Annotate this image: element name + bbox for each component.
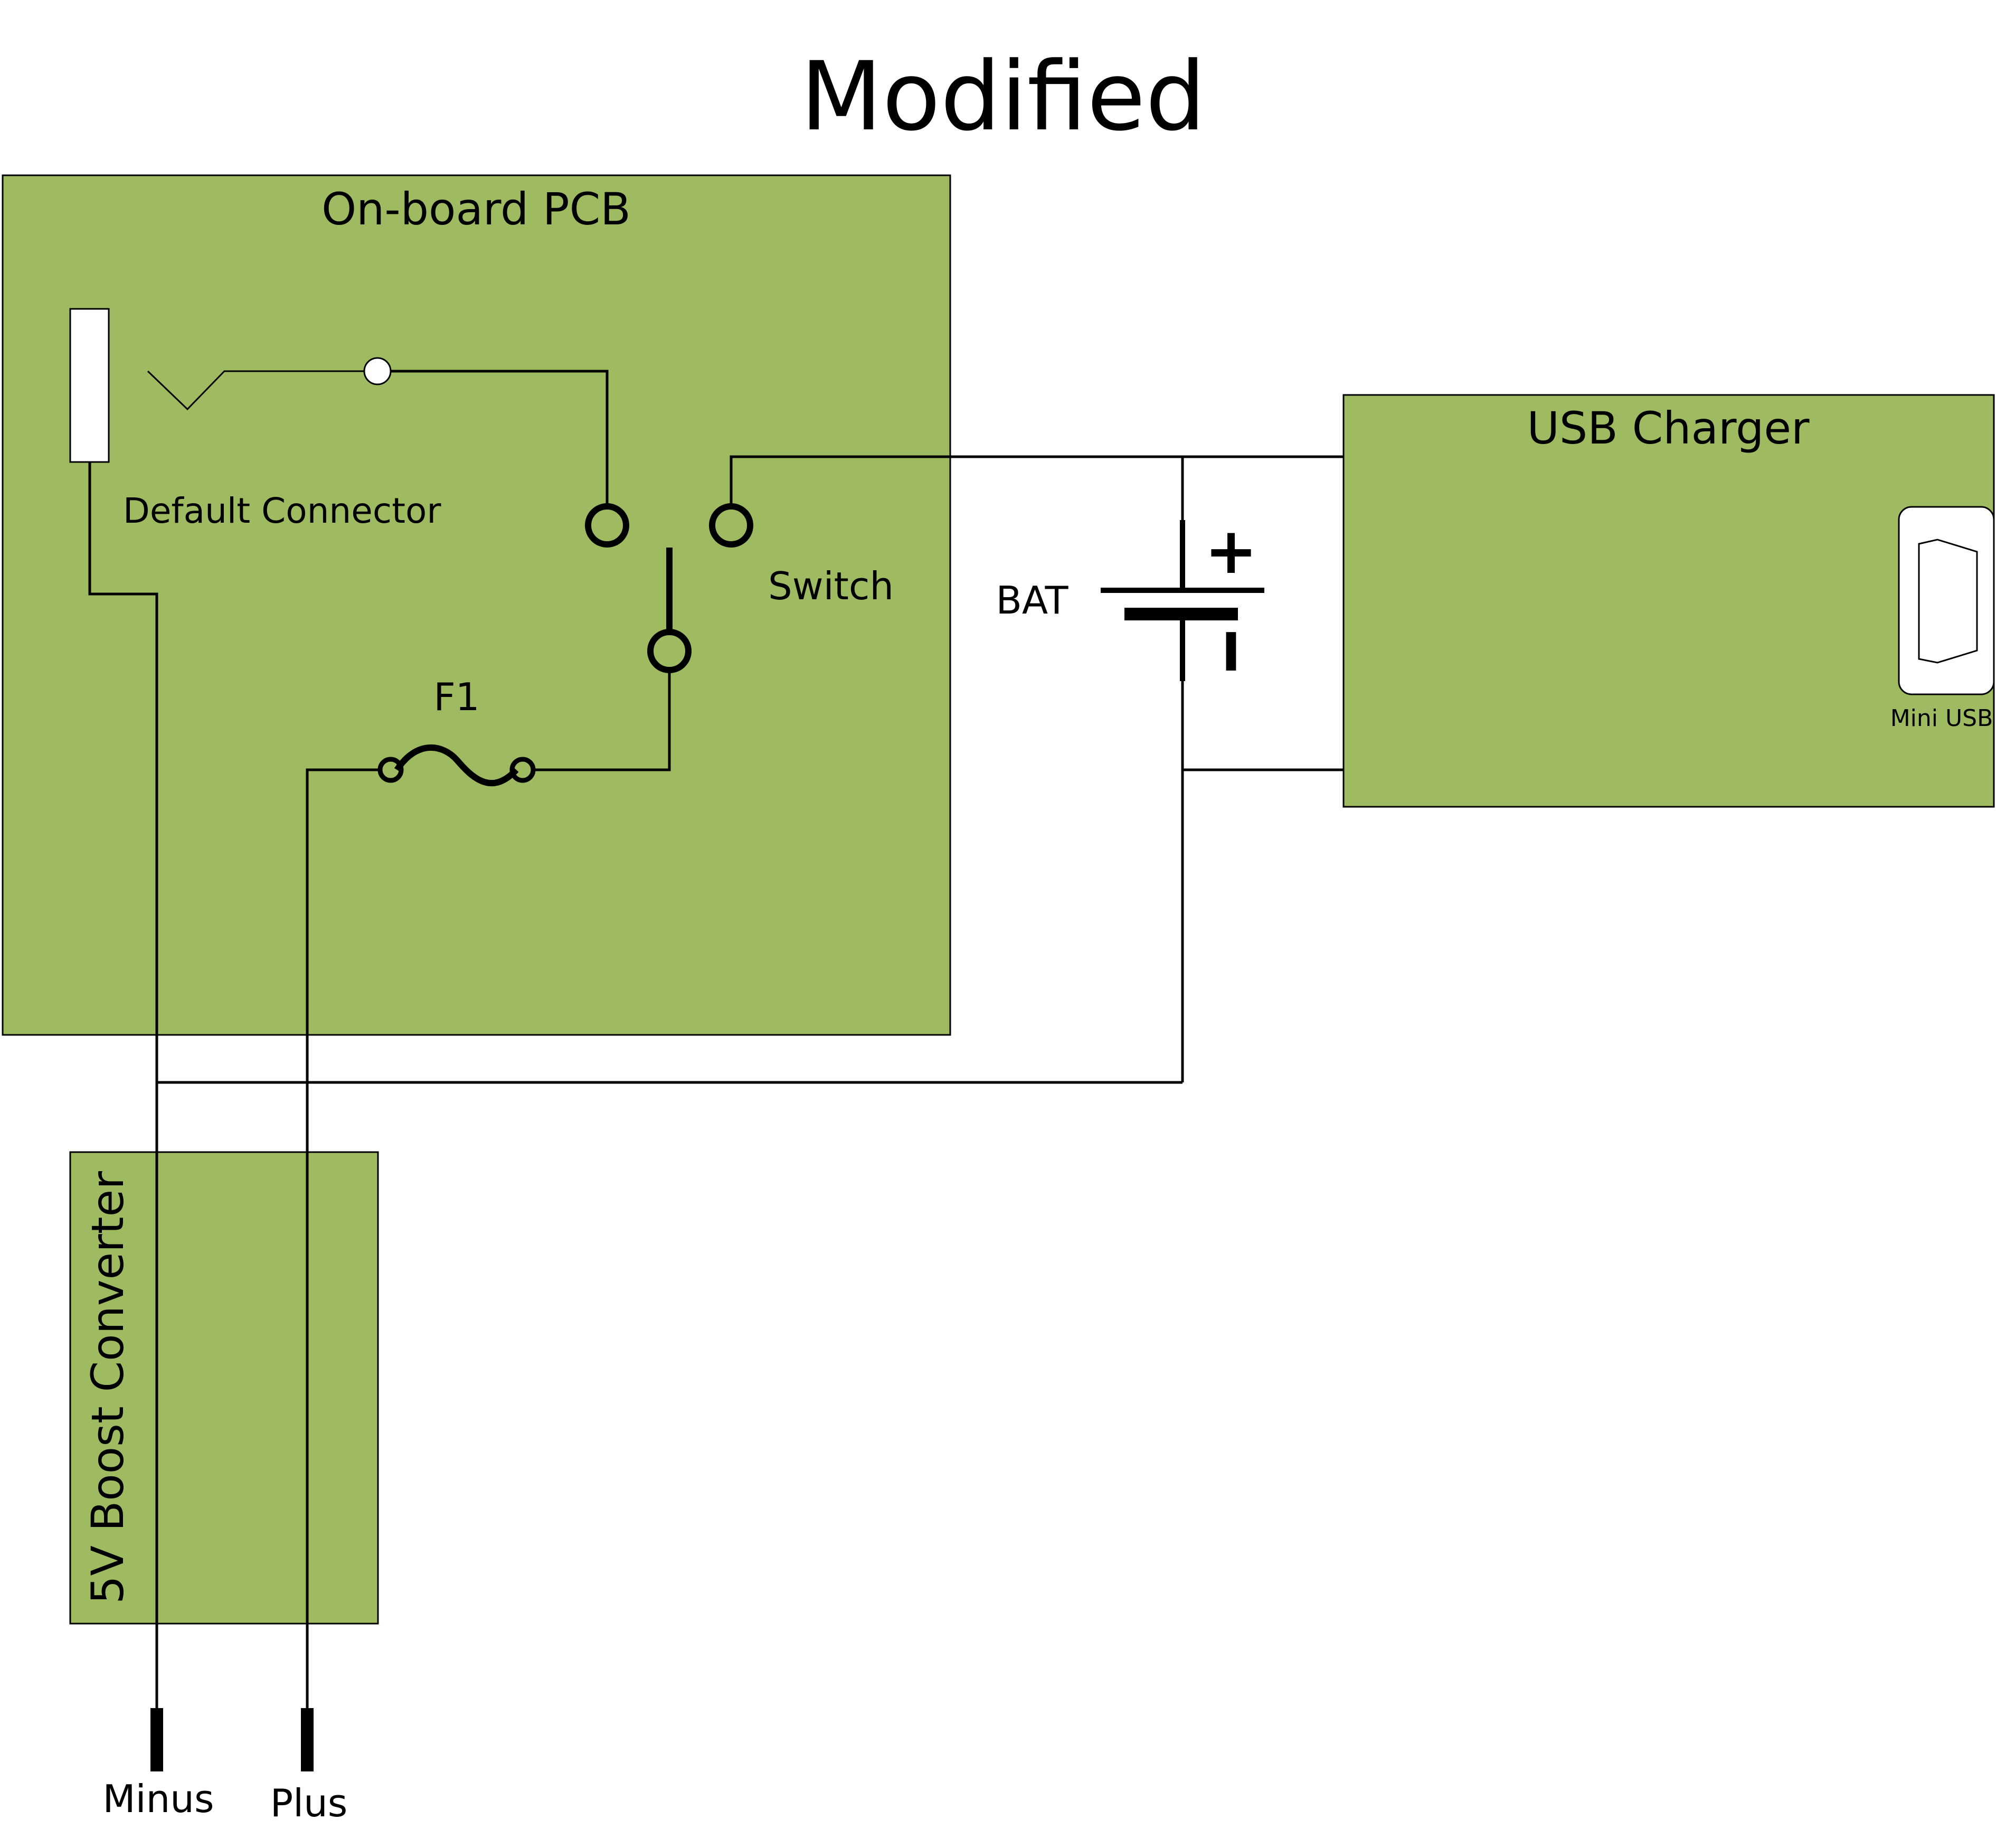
minus-terminal-pin [150,1708,163,1771]
battery-label: BAT [996,578,1068,623]
onboard-pcb-board: On-board PCB [2,174,951,1036]
wire-switch-common-to-fuse [533,670,671,771]
switch-label: Switch [768,564,894,608]
mini-usb-socket-icon [1918,539,1978,664]
mini-usb-label: Mini USB [1890,705,1993,732]
default-connector-icon [69,308,110,463]
onboard-pcb-label: On-board PCB [321,183,631,235]
plus-terminal-label: Plus [270,1781,348,1825]
wire-fuse-to-plus-output [306,768,380,1650]
wire-connector-pin-to-switch-left [391,370,609,506]
boost-converter-label: 5V Boost Converter [82,1171,134,1604]
battery-minus-sign: I [1221,621,1241,683]
battery-plus-sign: + [1205,515,1258,588]
connector-pin-icon [363,357,392,385]
usb-charger-label: USB Charger [1527,402,1810,454]
diagram-title: Modified [800,42,1206,152]
wire-battery-minus-to-charger-and-ground [1181,681,1344,1082]
boost-converter-board: 5V Boost Converter [69,1151,379,1625]
fuse-label: F1 [433,675,479,719]
wire-connector-to-minus-output [88,462,158,1650]
default-connector-label: Default Connector [123,491,441,531]
usb-charger-board: USB Charger Mini USB [1342,394,1995,808]
minus-terminal-label: Minus [103,1777,214,1821]
onboard-pcb-panel [2,174,951,1036]
plus-terminal-pin [301,1708,314,1771]
wire-switch-right-to-charger [730,455,1344,506]
connector-spring-contact [147,370,364,411]
boost-converter-panel [69,1151,379,1625]
usb-charger-panel [1342,394,1995,808]
fuse-icon [394,744,519,786]
